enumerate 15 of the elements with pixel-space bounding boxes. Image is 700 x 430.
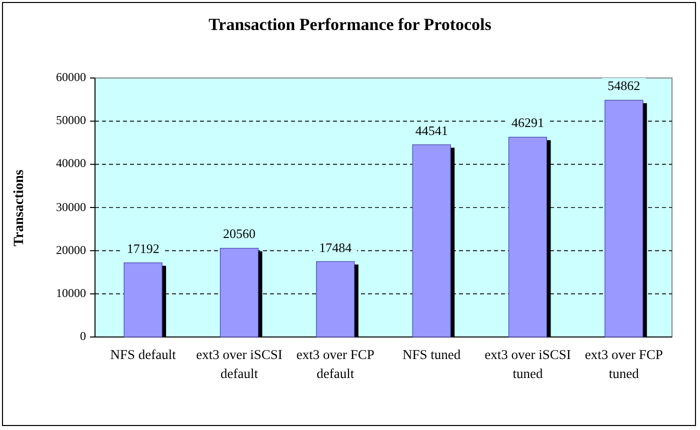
category-label: NFS tuned — [402, 346, 462, 364]
tick-label: 30000 — [56, 200, 86, 214]
tick-label: 50000 — [56, 113, 86, 128]
category-label: NFS default — [109, 346, 177, 364]
tick-label: 60000 — [56, 70, 86, 85]
tick-label: 40000 — [56, 156, 86, 172]
category-label: ext3 over FCP default — [295, 346, 376, 383]
tick-label: 20000 — [56, 242, 86, 258]
category-label: ext3 over FCP tuned — [584, 346, 664, 383]
chart-title: Transaction Performance for Protocols — [208, 15, 492, 35]
tick-label: 10000 — [56, 286, 86, 301]
category-label: ext3 over iSCSI tuned — [484, 346, 572, 383]
tick-label: 0 — [80, 329, 86, 344]
axis-title: Transactions — [12, 169, 28, 246]
category-label: ext3 over iSCSI default — [195, 346, 284, 383]
